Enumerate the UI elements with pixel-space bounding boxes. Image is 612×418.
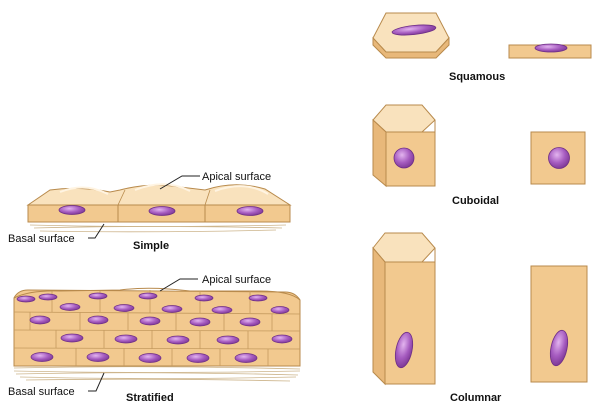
stratified-apical-layer: [13, 287, 301, 301]
basal-surface-label: Basal surface: [8, 386, 75, 398]
nucleus: [391, 24, 437, 36]
apical-surface-label: Apical surface: [202, 171, 271, 183]
cuboidal-label: Cuboidal: [452, 195, 499, 207]
cell-border: [117, 189, 126, 206]
stratified-cell-borders: [13, 290, 301, 366]
cell-border: [204, 189, 211, 206]
apical-bulge: [59, 186, 109, 195]
cuboidal-left-face: [372, 118, 387, 188]
squamous-label: Squamous: [449, 71, 505, 83]
basal-surface-label: Basal surface: [8, 233, 75, 245]
nucleus: [58, 205, 86, 215]
nucleus: [549, 329, 569, 367]
stratified-basement-membrane: [13, 366, 301, 382]
nucleus: [548, 147, 570, 169]
apical-bulge: [214, 185, 269, 195]
nucleus: [394, 331, 414, 369]
squamous-side-face: [372, 36, 450, 59]
columnar-label: Columnar: [450, 392, 502, 404]
cuboidal-cells: Cuboidal: [372, 104, 586, 207]
simple-epithelium: Apical surface Basal surface Simple: [8, 171, 292, 252]
apical-leader-line: [159, 278, 198, 292]
nucleus: [534, 43, 568, 53]
nucleus: [148, 206, 176, 216]
apical-surface-label: Apical surface: [202, 274, 271, 286]
nucleus: [236, 206, 264, 216]
columnar-cells: Columnar: [372, 232, 588, 404]
stratified-label: Stratified: [126, 392, 174, 404]
columnar-left-face: [372, 246, 386, 386]
stratified-nuclei: [16, 292, 293, 363]
apical-leader-line: [159, 175, 200, 190]
nucleus: [393, 147, 415, 169]
stratified-epithelium: Apical surface Basal surface Stratified: [8, 274, 301, 404]
basal-leader-line: [88, 223, 105, 239]
squamous-cells: Squamous: [372, 12, 592, 83]
basal-leader-line: [88, 372, 105, 392]
columnar-front-face: [384, 261, 436, 385]
simple-label: Simple: [133, 240, 169, 252]
columnar-top-face: [372, 232, 436, 263]
apical-bulge: [134, 183, 191, 192]
